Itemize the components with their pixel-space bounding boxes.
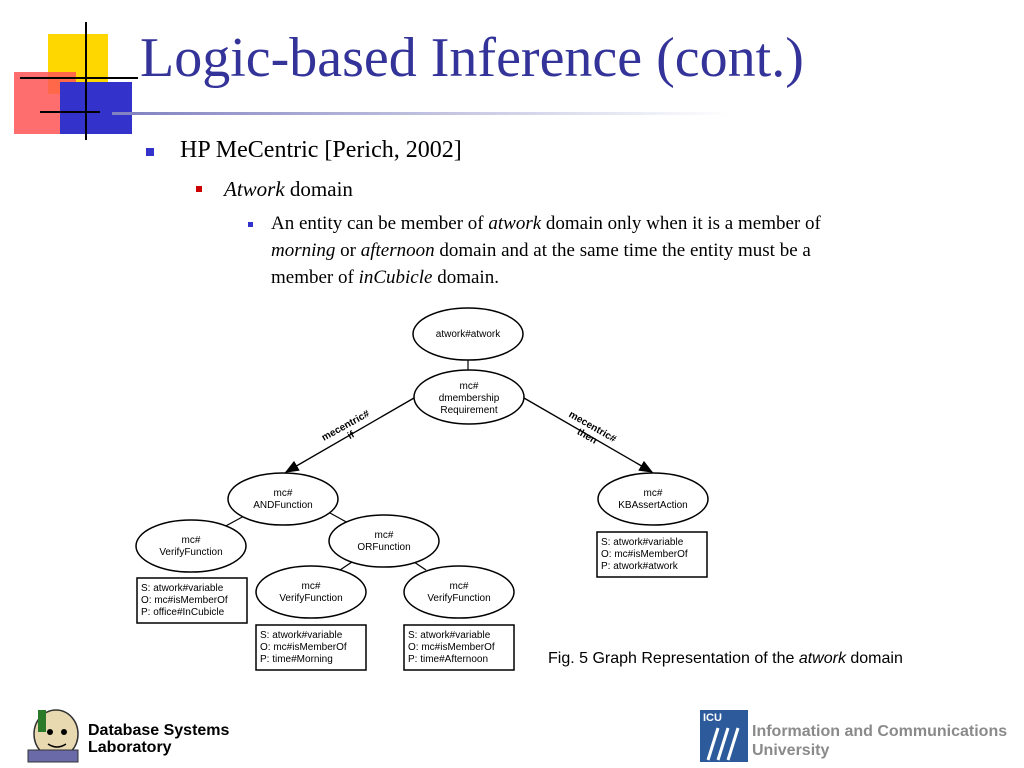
node-dmembership: mc# dmembership Requirement xyxy=(413,369,525,425)
l3-line2-post: domain and at the same time the entity m… xyxy=(434,240,811,261)
footer-lab-line1: Database Systems xyxy=(88,722,230,739)
node-dmembership-line3: Requirement xyxy=(440,405,497,416)
node-dmembership-line2: dmembership xyxy=(439,393,500,404)
node-or-line1: mc# xyxy=(375,530,394,541)
edge-label-if-line2: if xyxy=(346,429,357,442)
l3-line3-pre: member of xyxy=(271,267,359,288)
bullet-l3-line2: morning or afternoon domain and at the s… xyxy=(271,237,971,264)
caption-pre: Fig. 5 Graph Representation of the xyxy=(548,650,799,667)
l3-line3-post: domain. xyxy=(432,267,499,288)
icu-logo-text: ICU xyxy=(703,712,722,724)
l3-line1-post: domain only when it is a member of xyxy=(541,213,821,234)
edge-then xyxy=(523,397,654,473)
box-verify2-s: S: atwork#variable xyxy=(260,630,343,641)
bullet-l2-italic: Atwork xyxy=(224,177,285,201)
caption-post: domain xyxy=(845,650,903,667)
l3-line2-em2: afternoon xyxy=(360,240,435,261)
icu-logo-icon: ICU xyxy=(700,710,748,762)
box-verify2-o: O: mc#isMemberOf xyxy=(260,642,347,653)
title-divider xyxy=(112,112,732,115)
footer-lab-line2: Laboratory xyxy=(88,739,172,756)
footer-university-name: Information and Communications Universit… xyxy=(752,722,1007,760)
edge-label-if-line1: mecentric# xyxy=(320,408,372,443)
edge-or-verify3 xyxy=(413,561,427,571)
footer-university-line2: University xyxy=(752,742,830,759)
figure-caption: Fig. 5 Graph Representation of the atwor… xyxy=(548,650,903,668)
node-verify3-line2: VerifyFunction xyxy=(427,593,490,604)
box-kbassert-p: P: atwork#atwork xyxy=(601,561,679,572)
node-verify1-line2: VerifyFunction xyxy=(159,547,222,558)
node-atwork: atwork#atwork xyxy=(412,307,524,361)
box-verify2: S: atwork#variable O: mc#isMemberOf P: t… xyxy=(255,624,367,671)
box-verify3-o: O: mc#isMemberOf xyxy=(408,642,495,653)
box-verify1-o: O: mc#isMemberOf xyxy=(141,595,228,606)
lab-mascot-icon xyxy=(27,709,79,763)
node-verify1-line1: mc# xyxy=(182,535,201,546)
footer-university-line1: Information and Communications xyxy=(752,723,1008,740)
box-verify3-p: P: time#Afternoon xyxy=(408,654,488,665)
node-dmembership-line1: mc# xyxy=(460,381,479,392)
slide-title: Logic-based Inference (cont.) xyxy=(140,27,804,89)
node-kbassert-line2: KBAssertAction xyxy=(618,500,687,511)
box-kbassert: S: atwork#variable O: mc#isMemberOf P: a… xyxy=(596,531,708,578)
bullet-l3-line3: member of inCubicle domain. xyxy=(271,264,971,291)
node-andfunction: mc# ANDFunction xyxy=(227,472,339,526)
edge-or-verify2 xyxy=(339,561,353,571)
l3-line1-pre: An entity can be member of xyxy=(271,213,489,234)
edge-if xyxy=(284,397,415,473)
node-verify2-line1: mc# xyxy=(302,581,321,592)
bullet-l1-text: HP MeCentric [Perich, 2002] xyxy=(180,137,462,163)
node-atwork-label: atwork#atwork xyxy=(436,329,501,340)
node-verify2-line2: VerifyFunction xyxy=(279,593,342,604)
box-kbassert-s: S: atwork#variable xyxy=(601,537,684,548)
node-or-line2: ORFunction xyxy=(357,542,410,553)
node-kbassertaction: mc# KBAssertAction xyxy=(597,472,709,526)
l3-line2-mid: or xyxy=(335,240,361,261)
bullet-l2-rest: domain xyxy=(284,177,353,201)
box-verify1-p: P: office#InCubicle xyxy=(141,607,225,618)
box-verify3: S: atwork#variable O: mc#isMemberOf P: t… xyxy=(403,624,515,671)
bullet-marker-l3 xyxy=(248,222,253,227)
box-verify1-s: S: atwork#variable xyxy=(141,583,224,594)
bullet-marker-l1 xyxy=(146,148,154,156)
corner-decoration xyxy=(14,22,138,140)
caption-em: atwork xyxy=(798,650,846,667)
node-and-line2: ANDFunction xyxy=(253,500,312,511)
box-verify2-p: P: time#Morning xyxy=(260,654,333,665)
node-verify1: mc# VerifyFunction xyxy=(135,519,247,573)
bullet-l3-text: An entity can be member of atwork domain… xyxy=(271,210,971,291)
edge-label-if: mecentric# if xyxy=(320,408,372,443)
box-verify3-s: S: atwork#variable xyxy=(408,630,491,641)
l3-line3-em: inCubicle xyxy=(358,267,433,288)
l3-line1-em: atwork xyxy=(488,213,542,234)
l3-line2-em1: morning xyxy=(271,240,336,261)
node-verify3-line1: mc# xyxy=(450,581,469,592)
bullet-marker-l2 xyxy=(196,186,202,192)
bullet-l3-line1: An entity can be member of atwork domain… xyxy=(271,210,971,237)
box-kbassert-o: O: mc#isMemberOf xyxy=(601,549,688,560)
box-verify1: S: atwork#variable O: mc#isMemberOf P: o… xyxy=(136,577,248,624)
node-kbassert-line1: mc# xyxy=(644,488,663,499)
node-verify3: mc# VerifyFunction xyxy=(403,565,515,619)
footer-lab-name: Database Systems Laboratory xyxy=(88,722,229,756)
node-verify2: mc# VerifyFunction xyxy=(255,565,367,619)
bullet-l2-text: Atwork domain xyxy=(224,177,353,202)
node-and-line1: mc# xyxy=(274,488,293,499)
node-orfunction: mc# ORFunction xyxy=(328,514,440,568)
